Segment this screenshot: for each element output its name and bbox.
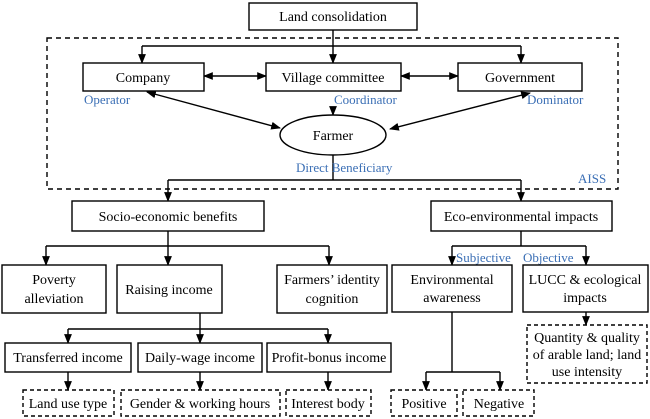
lucc-line1: LUCC & ecological bbox=[529, 273, 642, 288]
node-daily-wage-income: Daily-wage income bbox=[137, 342, 263, 373]
transferred-income-label: Transferred income bbox=[13, 351, 123, 366]
node-farmers-identity-cognition: Farmers’ identity cognition bbox=[276, 264, 388, 314]
aiss-group bbox=[46, 37, 619, 190]
land-use-type-label: Land use type bbox=[29, 397, 108, 412]
node-quantity-quality: Quantity & quality of arable land; land … bbox=[526, 324, 648, 384]
direct-beneficiary-label: Direct Beneficiary bbox=[296, 160, 393, 175]
environmental-awareness-line1: Environmental bbox=[410, 273, 493, 288]
poverty-alleviation-line2: alleviation bbox=[24, 292, 83, 307]
quantity-quality-line2: of arable land; land bbox=[533, 348, 641, 363]
village-committee-label: Village committee bbox=[282, 71, 385, 86]
node-socio-economic-benefits: Socio-economic benefits bbox=[71, 200, 265, 232]
dominator-label: Dominator bbox=[527, 92, 584, 107]
quantity-quality-line1: Quantity & quality bbox=[534, 331, 640, 346]
profit-bonus-income-label: Profit-bonus income bbox=[272, 351, 387, 366]
node-environmental-awareness: Environmental awareness bbox=[391, 264, 513, 313]
node-positive: Positive bbox=[390, 389, 458, 417]
edges bbox=[42, 30, 590, 391]
node-company: Company bbox=[82, 62, 205, 92]
negative-label: Negative bbox=[474, 397, 525, 412]
farmers-identity-line2: cognition bbox=[306, 292, 359, 307]
node-farmer: Farmer bbox=[279, 114, 387, 156]
aiss-label: AISS bbox=[578, 171, 606, 186]
eco-environmental-label: Eco-environmental impacts bbox=[444, 210, 598, 225]
daily-wage-income-label: Daily-wage income bbox=[145, 351, 255, 366]
node-government: Government bbox=[457, 62, 583, 92]
operator-label: Operator bbox=[84, 92, 131, 107]
node-profit-bonus-income: Profit-bonus income bbox=[266, 342, 392, 373]
node-land-consolidation: Land consolidation bbox=[248, 2, 418, 31]
company-label: Company bbox=[116, 71, 170, 86]
node-negative: Negative bbox=[462, 389, 535, 417]
land-consolidation-label: Land consolidation bbox=[279, 10, 387, 25]
node-poverty-alleviation: Poverty alleviation bbox=[1, 264, 107, 314]
gender-hours-label: Gender & working hours bbox=[130, 397, 270, 412]
interest-body-label: Interest body bbox=[291, 397, 364, 412]
node-land-use-type: Land use type bbox=[22, 389, 115, 417]
node-transferred-income: Transferred income bbox=[4, 342, 132, 373]
node-raising-income: Raising income bbox=[116, 264, 223, 314]
objective-label: Objective bbox=[523, 250, 574, 265]
raising-income-label: Raising income bbox=[125, 283, 213, 298]
node-gender-working-hours: Gender & working hours bbox=[120, 389, 281, 417]
lucc-line2: impacts bbox=[563, 291, 607, 306]
node-lucc-ecological-impacts: LUCC & ecological impacts bbox=[522, 264, 649, 313]
positive-label: Positive bbox=[401, 397, 446, 412]
government-label: Government bbox=[485, 71, 555, 86]
coordinator-label: Coordinator bbox=[334, 92, 397, 107]
environmental-awareness-line2: awareness bbox=[423, 291, 481, 306]
node-village-committee: Village committee bbox=[265, 62, 402, 92]
socio-economic-label: Socio-economic benefits bbox=[99, 210, 238, 225]
subjective-label: Subjective bbox=[456, 250, 511, 265]
quantity-quality-line3: use intensity bbox=[552, 365, 622, 380]
poverty-alleviation-line1: Poverty bbox=[32, 273, 76, 288]
node-interest-body: Interest body bbox=[285, 389, 372, 417]
farmers-identity-line1: Farmers’ identity bbox=[284, 273, 380, 288]
farmer-label: Farmer bbox=[313, 129, 354, 144]
node-eco-environmental-impacts: Eco-environmental impacts bbox=[430, 200, 613, 232]
